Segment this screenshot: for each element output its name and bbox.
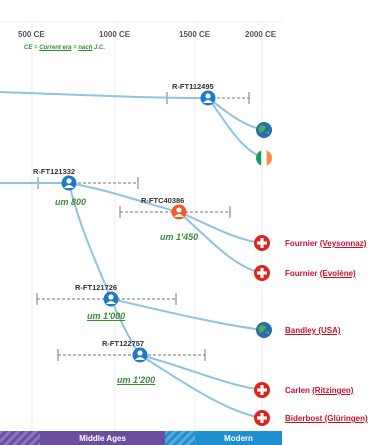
- date-label-ft121332: um 800: [55, 197, 87, 207]
- swiss-cross-v: [260, 413, 264, 423]
- era-segment-transition: [165, 431, 195, 445]
- branch-ft122757-carlen: [139, 354, 263, 391]
- place: (USA): [318, 326, 341, 335]
- person-icon: [137, 350, 143, 356]
- node-ftc40386[interactable]: [171, 204, 187, 220]
- surname: Bandley: [285, 326, 317, 335]
- time-grid: [0, 21, 282, 431]
- swiss-flag-icon: [254, 410, 270, 426]
- lineage-label-biderbost: Biderbost (Glüringen): [285, 414, 368, 423]
- surname: Biderbost: [285, 414, 323, 423]
- swiss-cross-v: [260, 238, 264, 248]
- place: (Veysonnaz): [319, 239, 367, 248]
- lineage-label-fournier-veysonnaz: Fournier (Veysonnaz): [285, 239, 366, 248]
- globe-land: [258, 125, 266, 133]
- lineage-label-carlen: Carlen (Ritzingen): [285, 386, 353, 395]
- branch-ft121726-bandley: [110, 298, 265, 331]
- person-icon-body: [203, 100, 213, 103]
- globe-icon: [256, 322, 272, 338]
- branch-ft121332-ft121726: [68, 182, 112, 300]
- note-current-era: Current era: [39, 45, 72, 51]
- globe-land: [266, 131, 270, 135]
- swiss-flag-icon: [254, 235, 270, 251]
- haplogroup-label-ftc40386: R-FTC40386: [141, 196, 185, 205]
- irish-green: [256, 150, 262, 166]
- swiss-cross-v: [260, 385, 264, 395]
- surname: Fournier: [285, 239, 318, 248]
- surname: Fournier: [285, 269, 318, 278]
- branch-ftc40386-veysonnaz: [178, 211, 263, 244]
- swiss-flag-icon: [254, 265, 270, 281]
- person-icon-body: [106, 301, 116, 304]
- node-ft122757[interactable]: [132, 347, 148, 363]
- note-suffix: J.C.: [92, 45, 106, 51]
- node-ft112495[interactable]: [200, 90, 216, 106]
- era-note: CE = Current era = nach J.C.: [24, 45, 105, 51]
- date-label-ft121726: um 1'000: [87, 311, 126, 321]
- irish-flag-icon: [256, 150, 272, 166]
- person-icon-body: [64, 185, 74, 188]
- date-label-ftc40386: um 1'450: [160, 232, 199, 242]
- branch-ft122757-biderbost: [139, 354, 263, 419]
- globe-icon: [256, 122, 272, 138]
- swiss-flag-icon: [254, 382, 270, 398]
- branch-root-ft112495: [0, 91, 209, 99]
- note-equals: =: [71, 45, 79, 51]
- node-ft121332[interactable]: [61, 175, 77, 191]
- tick-label: 2000 CE: [245, 30, 277, 39]
- node-ft121726[interactable]: [103, 291, 119, 307]
- person-icon-body: [174, 214, 184, 217]
- branch-ft121332-ftc40386: [68, 182, 180, 213]
- tick-label: 500 CE: [18, 30, 45, 39]
- lineage-label-bandley: Bandley (USA): [285, 326, 341, 335]
- globe-land: [266, 331, 270, 335]
- date-label-ft122757: um 1'200: [117, 375, 156, 385]
- haplogroup-label-ft121726: R-FT121726: [75, 283, 118, 292]
- branch-ft112495-globe: [207, 97, 265, 131]
- era-segment-middle-ages: Middle Ages: [40, 431, 165, 445]
- globe-land: [258, 325, 266, 333]
- haplogroup-label-ft122757: R-FT122757: [102, 339, 145, 348]
- tick-label: 1500 CE: [179, 30, 211, 39]
- haplogroup-label-ft112495: R-FT112495: [172, 82, 214, 91]
- branch-ftc40386-evolene: [178, 211, 263, 274]
- note-nach: nach: [78, 45, 93, 51]
- place: (Ritzingen): [312, 386, 354, 395]
- person-icon: [176, 207, 182, 213]
- person-icon: [108, 294, 114, 300]
- lineage-label-fournier-evolene: Fournier (Evolène): [285, 269, 356, 278]
- era-segment-modern: Modern: [195, 431, 282, 445]
- person-icon: [205, 93, 211, 99]
- place: (Glüringen): [324, 414, 368, 423]
- person-icon: [66, 178, 72, 184]
- note-prefix: CE =: [24, 45, 40, 51]
- place: (Evolène): [319, 269, 356, 278]
- irish-white: [261, 150, 267, 166]
- swiss-cross-v: [260, 268, 264, 278]
- surname: Carlen: [285, 386, 310, 395]
- haplogroup-label-ft121332: R-FT121332: [33, 167, 76, 176]
- irish-orange: [266, 150, 272, 166]
- person-icon-body: [135, 357, 145, 360]
- tick-label: 1000 CE: [99, 30, 131, 39]
- era-segment-early: [0, 431, 40, 445]
